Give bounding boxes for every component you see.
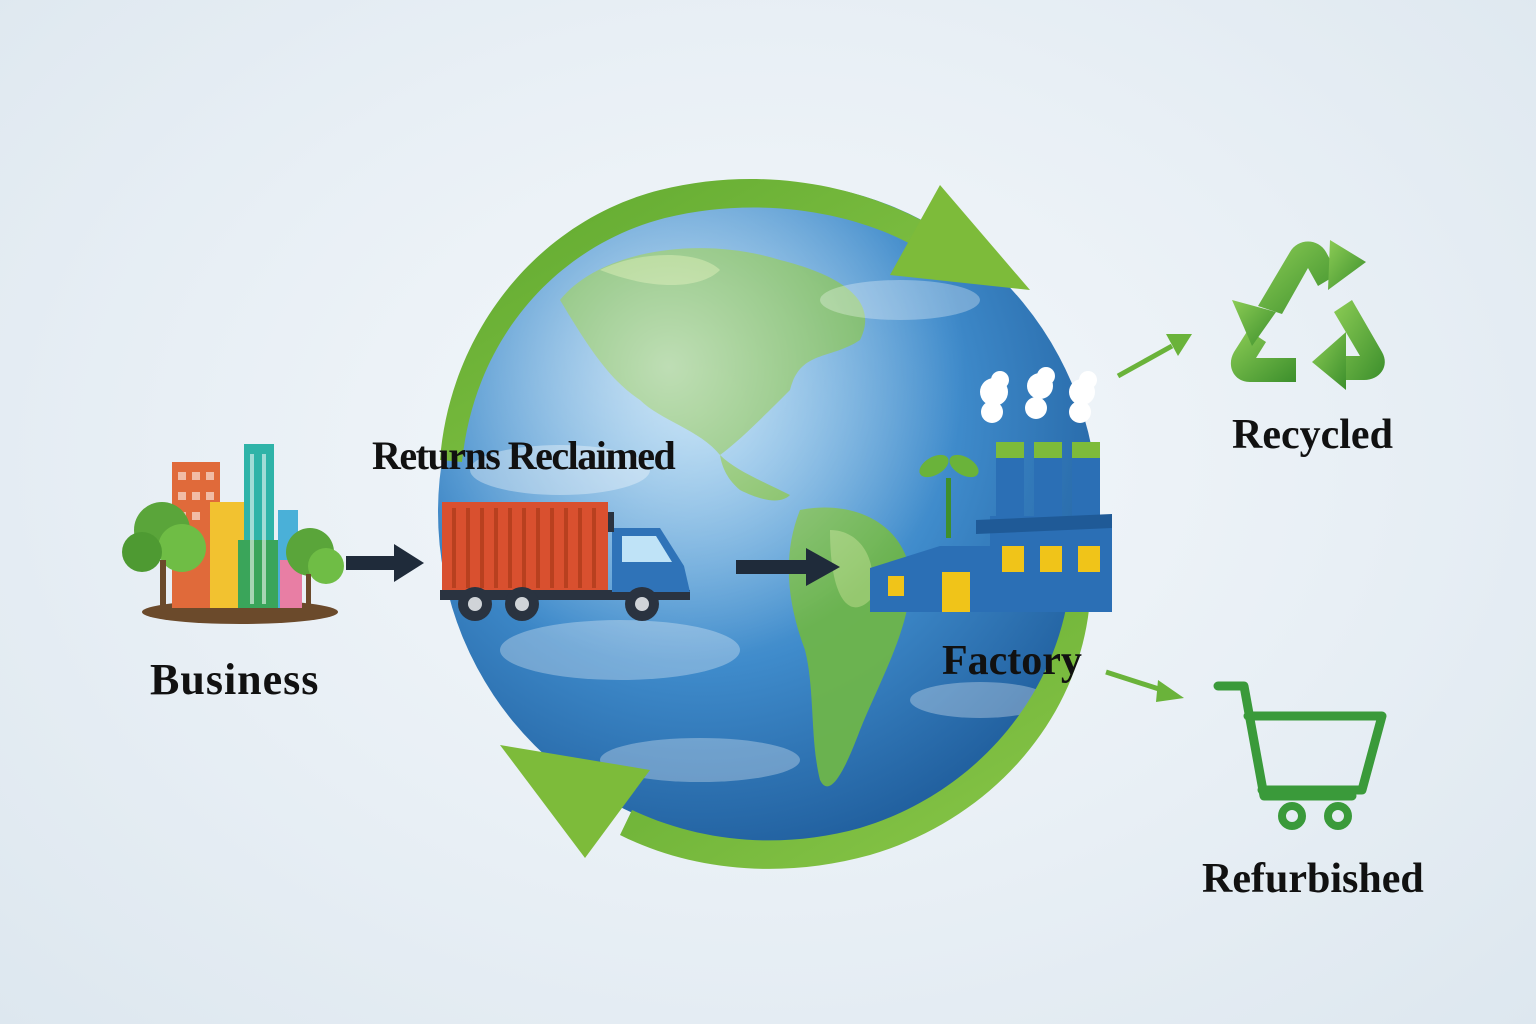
branch-arrow-refurbished bbox=[1105, 669, 1184, 702]
truck-icon bbox=[440, 502, 690, 621]
buildings-icon bbox=[122, 444, 344, 624]
recycled-label: Recycled bbox=[1232, 412, 1393, 458]
flow-arrow-business-truck bbox=[346, 544, 424, 582]
flow-arrow-truck-factory bbox=[736, 548, 840, 586]
cycle-arrow-top bbox=[440, 178, 1030, 462]
recycle-icon bbox=[1230, 240, 1385, 390]
factory-label: Factory bbox=[942, 638, 1082, 684]
refurbished-label: Refurbished bbox=[1202, 856, 1424, 902]
factory-icon bbox=[870, 367, 1112, 612]
shopping-cart-icon bbox=[1213, 681, 1387, 830]
cycle-arrow-bottom bbox=[500, 598, 1090, 869]
branch-arrow-recycled bbox=[1116, 334, 1192, 379]
business-label: Business bbox=[150, 655, 320, 704]
returns-reclaimed-label: Returns Reclaimed bbox=[372, 433, 676, 478]
